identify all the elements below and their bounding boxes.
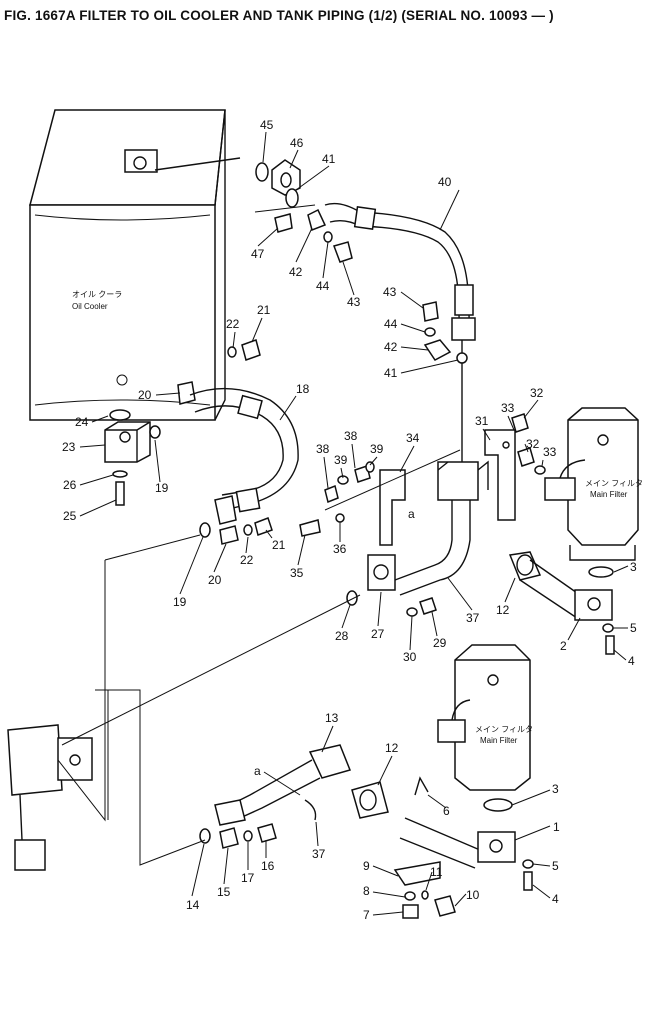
- ref-a-lower: a: [254, 764, 261, 778]
- part-number-42: 42: [289, 265, 303, 279]
- part-number-39a: 39: [334, 453, 348, 467]
- part-number-labels: 45 46 41 40 47 42 44 43 43 44 42 41 22 2…: [62, 118, 637, 922]
- elbow-tee: [394, 413, 546, 596]
- part-number-39b: 39: [370, 442, 384, 456]
- o-ring-45: [255, 162, 269, 182]
- pipe-1: [399, 776, 534, 891]
- part-number-46: 46: [290, 136, 304, 150]
- main-filter-upper: メイン フィルタ Main Filter: [544, 407, 643, 578]
- center-bracket: [299, 449, 461, 617]
- part-number-21a: 21: [257, 303, 271, 317]
- part-number-27: 27: [371, 627, 385, 641]
- part-number-41b: 41: [384, 366, 398, 380]
- part-number-26: 26: [63, 478, 77, 492]
- o-ring-41: [285, 188, 299, 208]
- oil-cooler-en-label: Oil Cooler: [72, 302, 108, 311]
- part-number-43b: 43: [383, 285, 397, 299]
- part-number-9: 9: [363, 859, 370, 873]
- part-number-29: 29: [433, 636, 447, 650]
- part-number-2: 2: [560, 639, 567, 653]
- part-number-21b: 21: [272, 538, 286, 552]
- part-number-20a: 20: [138, 388, 152, 402]
- part-number-6: 6: [443, 804, 450, 818]
- part-number-37a: 37: [466, 611, 480, 625]
- part-number-13: 13: [325, 711, 339, 725]
- flange-20a: [177, 381, 196, 405]
- main-filter-lower-en-label: Main Filter: [480, 736, 518, 745]
- pipe-13: [199, 744, 389, 849]
- right-fittings: [422, 301, 468, 364]
- left-valve: [7, 534, 361, 871]
- part-number-19a: 19: [155, 481, 169, 495]
- part-number-40: 40: [438, 175, 452, 189]
- part-number-1: 1: [553, 820, 560, 834]
- part-number-17: 17: [241, 871, 255, 885]
- split-flange-42: [307, 208, 327, 231]
- part-number-5b: 5: [552, 859, 559, 873]
- part-number-33b: 33: [543, 445, 557, 459]
- part-number-4b: 4: [552, 892, 559, 906]
- oil-cooler-jp-label: オイル クーラ: [72, 290, 122, 299]
- part-number-41: 41: [322, 152, 336, 166]
- part-number-31: 31: [475, 414, 489, 428]
- part-number-3b: 3: [552, 782, 559, 796]
- part-number-4a: 4: [628, 654, 635, 668]
- part-number-12b: 12: [385, 741, 399, 755]
- part-number-3a: 3: [630, 560, 637, 574]
- part-number-16: 16: [261, 859, 275, 873]
- part-number-8: 8: [363, 884, 370, 898]
- part-number-38a: 38: [316, 442, 330, 456]
- part-number-32b: 32: [526, 437, 540, 451]
- pipe-2: [519, 559, 615, 655]
- part-number-15: 15: [217, 885, 231, 899]
- part-number-22a: 22: [226, 317, 240, 331]
- part-number-10: 10: [466, 888, 480, 902]
- part-number-7: 7: [363, 908, 370, 922]
- part-number-37b: 37: [312, 847, 326, 861]
- part-number-44b: 44: [384, 317, 398, 331]
- part-number-35: 35: [290, 566, 304, 580]
- main-filter-lower-jp-label: メイン フィルタ: [475, 725, 533, 734]
- part-number-19b: 19: [173, 595, 187, 609]
- block-23: [104, 409, 161, 506]
- part-number-5a: 5: [630, 621, 637, 635]
- part-number-28: 28: [335, 629, 349, 643]
- part-number-18: 18: [296, 382, 310, 396]
- part-number-47: 47: [251, 247, 265, 261]
- part-number-42b: 42: [384, 340, 398, 354]
- bolt-47: [274, 213, 293, 233]
- main-filter-lower: メイン フィルタ Main Filter: [437, 644, 533, 812]
- part-number-14: 14: [186, 898, 200, 912]
- part-number-25: 25: [63, 509, 77, 523]
- part-number-36: 36: [333, 542, 347, 556]
- part-number-44: 44: [316, 279, 330, 293]
- part-number-20b: 20: [208, 573, 222, 587]
- pipe-18: [177, 339, 299, 545]
- bracket-9: [393, 861, 456, 919]
- part-number-24: 24: [75, 415, 89, 429]
- part-number-43: 43: [347, 295, 361, 309]
- part-number-23: 23: [62, 440, 76, 454]
- main-filter-upper-jp-label: メイン フィルタ: [585, 479, 643, 488]
- ref-a-upper: a: [408, 507, 415, 521]
- part-number-22b: 22: [240, 553, 254, 567]
- oil-cooler: オイル クーラ Oil Cooler: [29, 109, 226, 421]
- part-number-34: 34: [406, 431, 420, 445]
- part-number-12a: 12: [496, 603, 510, 617]
- part-number-11: 11: [430, 865, 443, 879]
- part-number-38b: 38: [344, 429, 358, 443]
- part-number-33a: 33: [501, 401, 515, 415]
- page-title: FIG. 1667A FILTER TO OIL COOLER AND TANK…: [4, 8, 554, 23]
- part-number-45: 45: [260, 118, 274, 132]
- flange-46: [271, 159, 301, 196]
- part-number-30: 30: [403, 650, 417, 664]
- part-number-32a: 32: [530, 386, 544, 400]
- main-filter-upper-en-label: Main Filter: [590, 490, 628, 499]
- leader-lines: [79, 131, 629, 916]
- flange-20b: [219, 525, 239, 545]
- top-fittings: [154, 157, 353, 263]
